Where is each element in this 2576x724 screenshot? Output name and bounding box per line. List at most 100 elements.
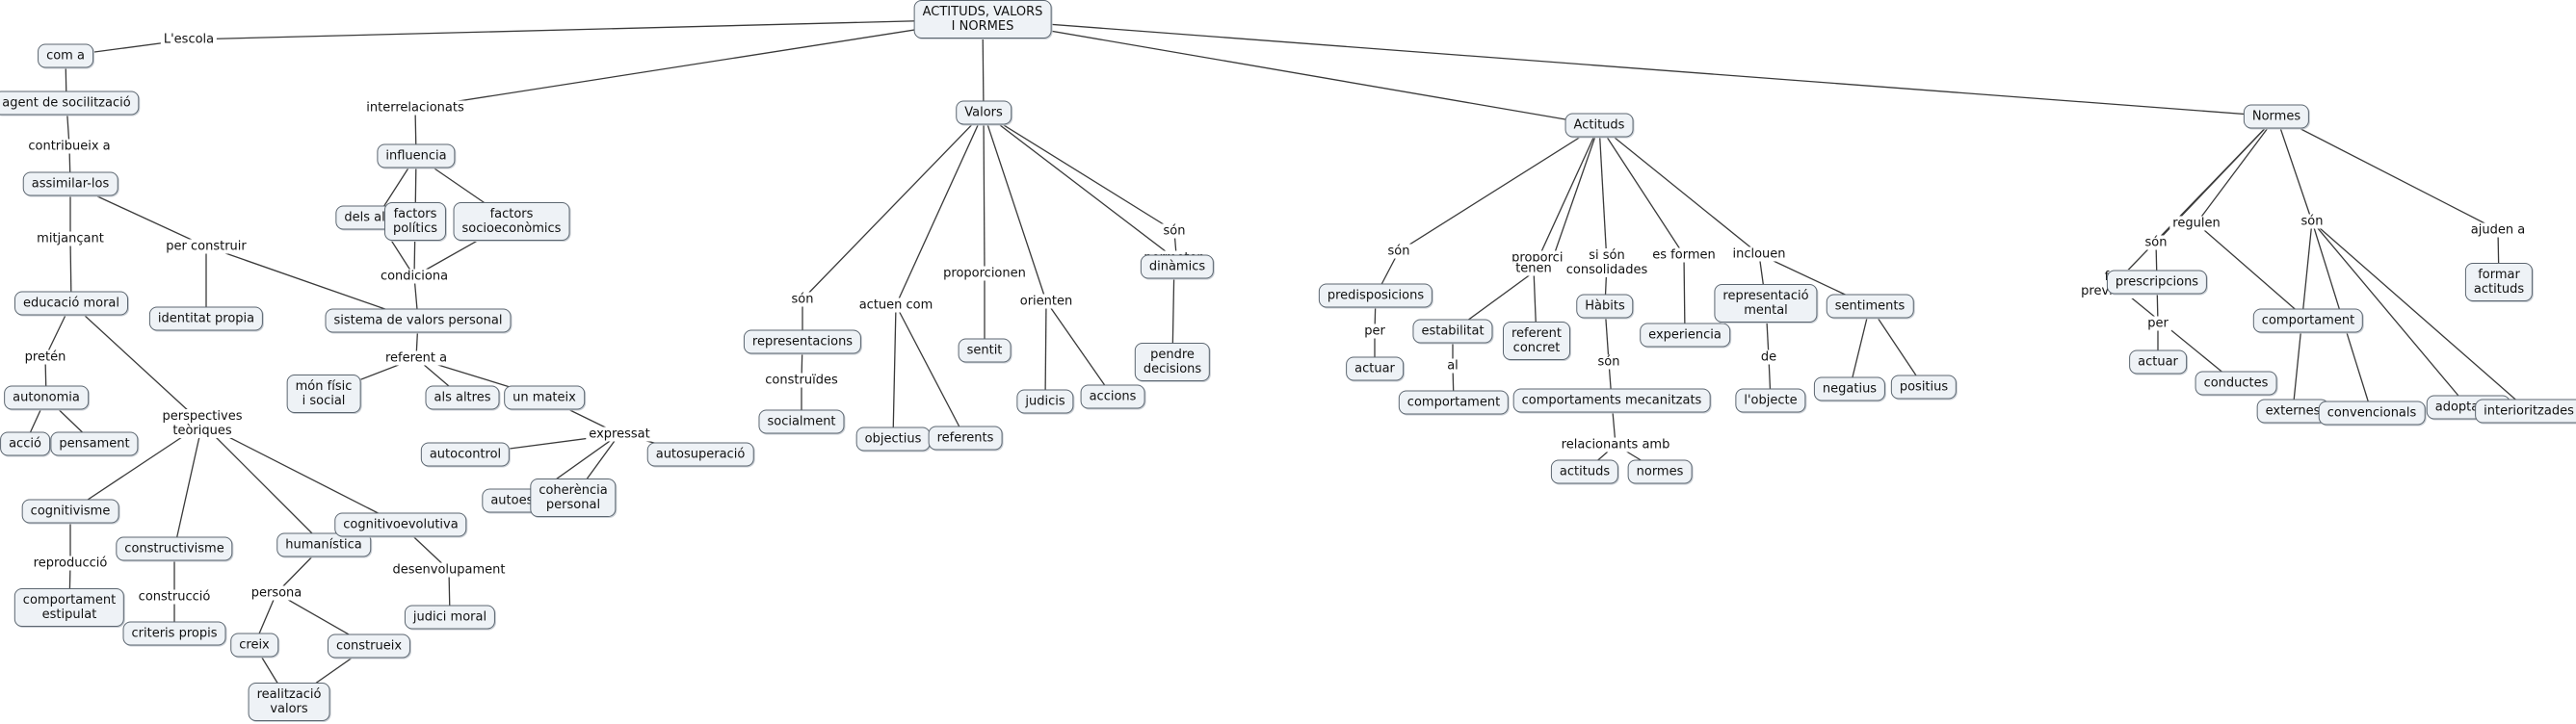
link-line <box>892 304 897 440</box>
link-line <box>1045 300 1114 398</box>
concept-sistema: sistema de valors personal <box>325 308 512 333</box>
concept-agent: agent de socilització <box>0 90 140 116</box>
link-label-mitjancant: mitjançant <box>34 231 107 246</box>
link-line <box>201 423 325 546</box>
concept-interioritzades: interioritzades <box>2475 399 2576 424</box>
concept-influencia: influencia <box>377 143 456 168</box>
concept-educacio: educació moral <box>14 291 128 316</box>
concept-coherencia: coherència personal <box>530 478 617 517</box>
link-line <box>983 112 1175 259</box>
concept-estabilitat: estabilitat <box>1412 319 1493 344</box>
link-label-orienten: orienten <box>1016 294 1076 309</box>
concept-humanistica: humanística <box>276 532 371 557</box>
concept-normes-small: normes <box>1627 459 1693 484</box>
link-line <box>2114 116 2277 285</box>
concept-als-altres: als altres <box>425 385 500 410</box>
concept-valors: Valors <box>956 100 1012 125</box>
link-label-persona: persona <box>248 585 305 601</box>
concept-com-a: com a <box>38 43 93 68</box>
concept-objectius: objectius <box>855 427 931 452</box>
link-line <box>414 18 984 109</box>
concept-comportament1: comportament <box>1398 390 1510 415</box>
link-line <box>1552 124 1600 259</box>
link-line <box>982 18 1600 126</box>
link-line <box>1398 124 1600 252</box>
link-label-son-normes1: són <box>2142 235 2170 250</box>
concept-sentiments: sentiments <box>1826 294 1914 319</box>
concept-autosuperacio: autosuperació <box>646 442 754 467</box>
link-label-perspectives: perspectives teòriques <box>159 409 246 438</box>
concept-negatius: negatius <box>1813 376 1886 401</box>
link-line <box>2114 283 2237 384</box>
concept-cognitivoevolutiva: cognitivoevolutiva <box>334 512 467 537</box>
link-line <box>69 423 203 512</box>
link-label-condiciona: condiciona <box>377 269 452 284</box>
link-line <box>1533 124 1600 270</box>
concept-socialment: socialment <box>758 409 845 434</box>
link-label-per-construir: per construir <box>163 239 250 254</box>
link-line <box>70 302 203 425</box>
link-label-ajuden-a: ajuden a <box>2467 222 2529 238</box>
concept-comp-mecanitzats: comportaments mecanitzats <box>1512 388 1711 413</box>
link-line <box>983 112 1175 232</box>
concept-mon-fisic: món físic i social <box>286 375 361 413</box>
link-label-son-normes2: són <box>2298 214 2326 229</box>
link-label-lescola: L'escola <box>160 32 218 47</box>
link-label-construides: construïdes <box>762 373 841 388</box>
concept-constructivisme: constructivisme <box>116 536 233 561</box>
concept-convencionals: convencionals <box>2318 401 2426 426</box>
concept-comportament2: comportament <box>2252 308 2364 333</box>
link-line <box>2195 222 2309 322</box>
concept-representacions: representacions <box>743 329 862 354</box>
link-label-referent-a: referent a <box>381 350 451 366</box>
link-line <box>201 423 402 526</box>
concept-habits: Hàbits <box>1576 294 1634 319</box>
link-line <box>2275 116 2313 222</box>
concept-identitat: identitat propia <box>148 306 264 331</box>
link-line <box>802 112 985 300</box>
link-line <box>188 18 984 40</box>
link-label-contribueix: contribueix a <box>25 139 114 154</box>
concept-cognitivisme: cognitivisme <box>21 499 119 524</box>
link-line <box>1598 124 1760 255</box>
concept-socioeconomics: factors socioeconòmics <box>453 202 570 241</box>
link-label-construccio: construcció <box>135 589 214 605</box>
link-label-desenvolupament: desenvolupament <box>389 562 509 578</box>
link-label-es-formen: es formen <box>1649 247 1719 263</box>
concept-assimilar: assimilar-los <box>22 171 118 196</box>
link-label-actuen-com: actuen com <box>855 297 936 313</box>
link-line <box>2311 220 2530 412</box>
concept-referent-concret: referent concret <box>1502 322 1571 360</box>
concept-construeix: construeix <box>327 634 411 659</box>
link-label-son-valors: són <box>788 292 817 307</box>
concept-dinamics: dinàmics <box>1140 254 1215 279</box>
concept-realitzacio: realització valors <box>248 683 330 721</box>
link-line <box>1598 124 1608 264</box>
link-label-son-habits: són <box>1594 354 1623 370</box>
link-line <box>895 112 985 306</box>
link-label-per-presc: per <box>2144 316 2171 331</box>
concept-normes: Normes <box>2243 104 2310 129</box>
link-line <box>2275 116 2499 231</box>
concept-pensament: pensament <box>50 431 139 456</box>
concept-externes: externes <box>2256 399 2329 424</box>
concept-positius: positius <box>1890 375 1958 400</box>
link-line <box>205 246 419 322</box>
concept-un-mateix: un mateix <box>504 385 585 410</box>
link-label-regulen: regulen <box>2169 216 2223 231</box>
concept-autocontrol: autocontrol <box>420 442 511 467</box>
link-label-son-dinamics: són <box>1160 223 1189 239</box>
link-line <box>1683 254 1686 336</box>
link-line <box>983 112 1047 302</box>
concept-judicis: judicis <box>1016 389 1074 414</box>
link-line <box>1869 305 1925 388</box>
concept-actuar2: actuar <box>2129 349 2187 375</box>
concept-creix: creix <box>230 633 278 658</box>
concept-pendre: pendre decisions <box>1134 343 1211 381</box>
concept-formar-actituds: formar actituds <box>2464 263 2534 301</box>
link-line <box>173 423 203 550</box>
link-label-de: de <box>1757 349 1780 365</box>
concept-accions: accions <box>1080 384 1145 409</box>
concept-accio: acció <box>0 431 50 456</box>
